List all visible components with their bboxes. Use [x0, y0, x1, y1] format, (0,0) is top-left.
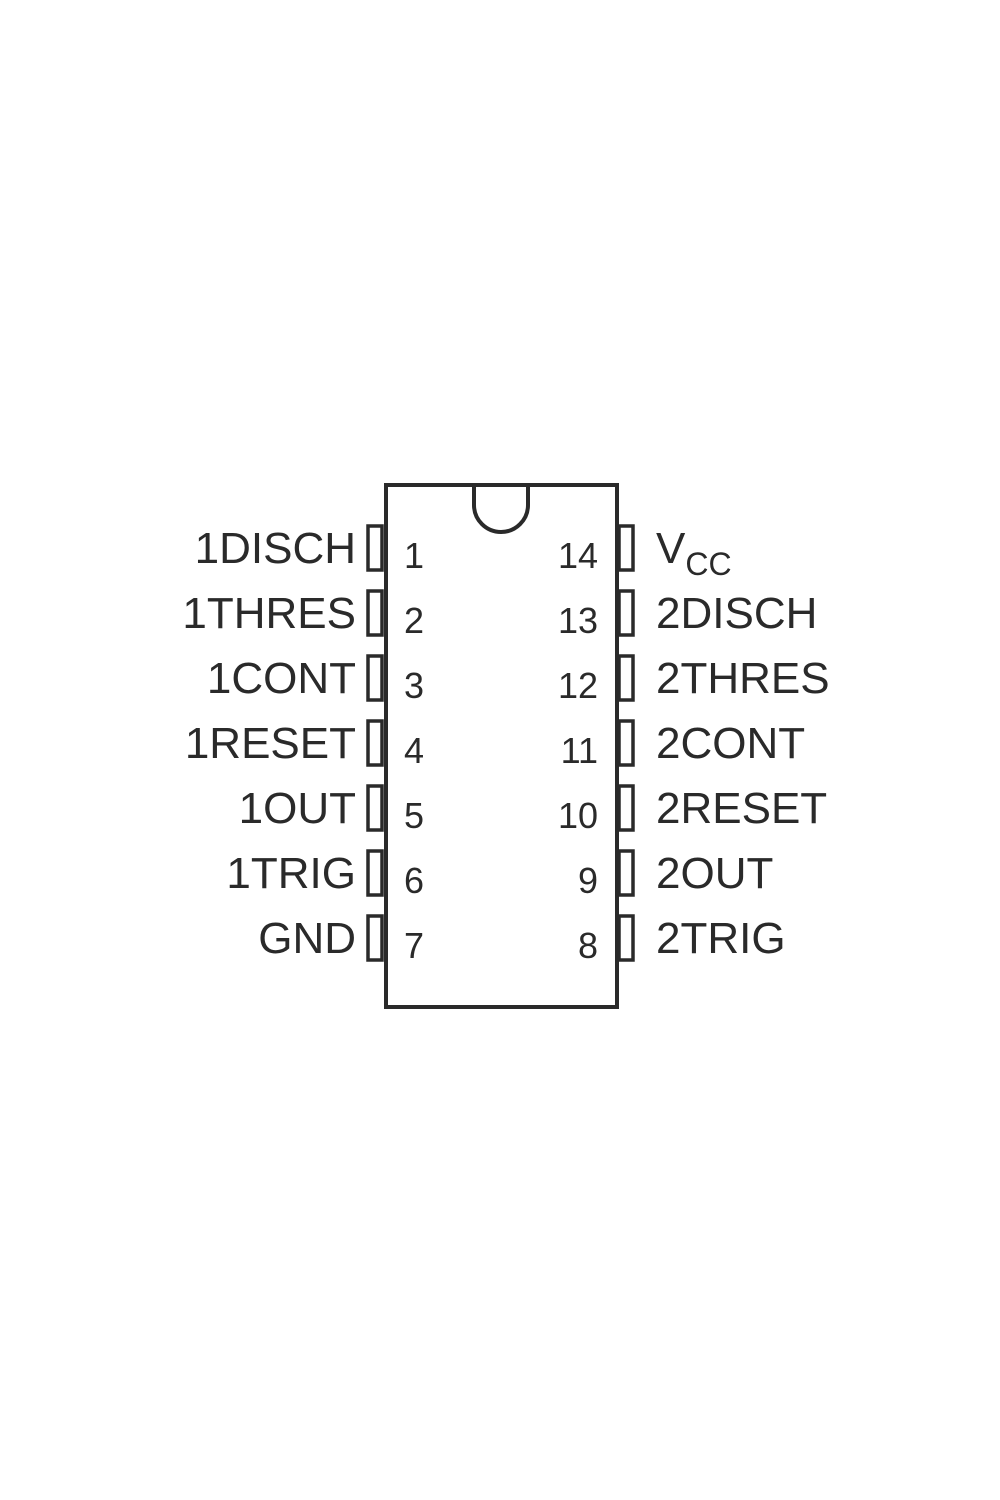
pin-2-number: 2 — [404, 600, 424, 641]
pin-10-lead — [617, 784, 635, 832]
pin-10-number: 10 — [558, 795, 598, 836]
pin-1-lead — [366, 524, 384, 572]
pin-14-subscript: CC — [685, 546, 731, 582]
pin-12-lead — [617, 654, 635, 702]
pin-3-name: 1CONT — [207, 654, 356, 703]
pin-8-name: 2TRIG — [656, 914, 786, 963]
pin-11-number: 11 — [561, 730, 598, 771]
pin-1-number: 1 — [404, 535, 424, 576]
pin-2-name: 1THRES — [182, 589, 356, 638]
pin-13-lead — [617, 589, 635, 637]
pin-14-lead — [617, 524, 635, 572]
pin-5-number: 5 — [404, 795, 424, 836]
pin-13-name: 2DISCH — [656, 589, 817, 638]
pin-4-lead — [366, 719, 384, 767]
right-pin-group: 14 VCC 13 2DISCH 12 2THRES 11 2CONT 10 2RESET 9 2OU… — [558, 524, 830, 966]
pin-5-lead — [366, 784, 384, 832]
pin-7-name: GND — [258, 914, 356, 963]
pin-9-lead — [617, 849, 635, 897]
pin-4-name: 1RESET — [185, 719, 356, 768]
pin-4-number: 4 — [404, 730, 424, 771]
pin-8-number: 8 — [578, 925, 598, 966]
orientation-notch — [472, 487, 530, 534]
pin-9-name: 2OUT — [656, 849, 773, 898]
pin-2-lead — [366, 589, 384, 637]
pin-6-name: 1TRIG — [226, 849, 356, 898]
pin-9-number: 9 — [578, 860, 598, 901]
pin-13-number: 13 — [558, 600, 598, 641]
pin-11-name: 2CONT — [656, 719, 805, 768]
pin-1-name: 1DISCH — [195, 524, 356, 573]
pin-11-lead — [617, 719, 635, 767]
pin-14-name: VCC — [656, 524, 732, 582]
pin-8-lead — [617, 914, 635, 962]
pin-7-lead — [366, 914, 384, 962]
pin-6-lead — [366, 849, 384, 897]
pin-7-number: 7 — [404, 925, 424, 966]
pin-3-number: 3 — [404, 665, 424, 706]
pin-10-name: 2RESET — [656, 784, 827, 833]
pin-6-number: 6 — [404, 860, 424, 901]
ic-package-body — [384, 483, 619, 1009]
pin-3-lead — [366, 654, 384, 702]
left-pin-group: 1 1DISCH 2 1THRES 3 1CONT 4 1RESET 5 1OUT 6 1TRIG 7 G… — [182, 524, 424, 966]
pin-14-number: 14 — [558, 535, 598, 576]
pin-5-name: 1OUT — [239, 784, 356, 833]
pin-12-number: 12 — [558, 665, 598, 706]
pin-12-name: 2THRES — [656, 654, 830, 703]
